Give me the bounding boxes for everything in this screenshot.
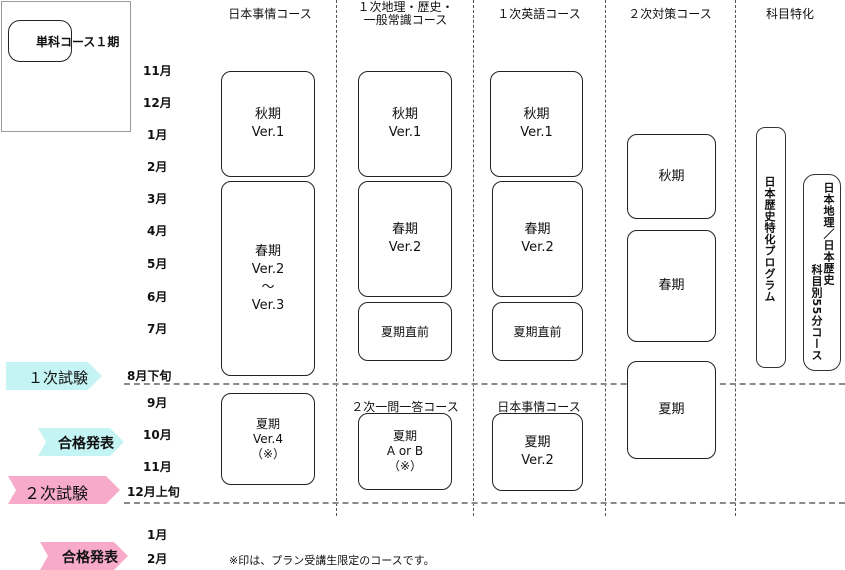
box-line: （※） xyxy=(250,446,286,461)
box-line: Ver.2 xyxy=(521,453,554,468)
eigo-summer-direct-box: 夏期直前 xyxy=(492,302,583,361)
box-line: 春期 xyxy=(391,222,418,237)
box-line: Ver.2 xyxy=(388,240,422,255)
box-line: 夏期 xyxy=(392,429,417,443)
box-line: 夏期直前 xyxy=(513,324,562,339)
first-exam-label: １次試験 xyxy=(28,369,89,387)
second-exam-divider xyxy=(124,502,845,504)
month-label: 12月上旬 xyxy=(127,485,180,499)
box-line: 夏期直前 xyxy=(380,324,429,339)
box-line: 春期 xyxy=(658,278,685,293)
month-label: 11月 xyxy=(143,64,172,78)
month-label: 3月 xyxy=(147,192,168,206)
box-line: （※） xyxy=(387,459,423,473)
box-line: Ver.3 xyxy=(251,297,285,313)
box-line: Ver.4 xyxy=(253,431,283,446)
column-divider xyxy=(473,0,474,516)
first-exam-marker: １次試験 xyxy=(6,362,102,390)
month-label: 10月 xyxy=(143,428,172,442)
niji-spring-box: 春期 xyxy=(627,230,716,342)
chiri-rekishi-spring-box: 春期 Ver.2 xyxy=(358,181,452,297)
arrow-shape-icon xyxy=(8,476,120,504)
month-label: 4月 xyxy=(147,224,168,238)
column-divider xyxy=(735,0,736,516)
column-header-chiri-rekishi-1: １次地理・歴史・ xyxy=(357,0,454,14)
month-label: 8月下旬 xyxy=(127,369,172,383)
column-header-nihon-jijo: 日本事情コース xyxy=(228,7,312,21)
tokka-program-box xyxy=(756,127,786,368)
box-line: Ver.1 xyxy=(520,125,553,140)
month-label: 11月 xyxy=(143,460,172,474)
second-exam-marker: ２次試験 xyxy=(8,476,120,504)
chiri-rekishi-summer-box: 夏期 A or B （※） xyxy=(358,413,452,490)
month-label: 1月 xyxy=(147,128,168,142)
column-header-tokka: 科目特化 xyxy=(765,7,814,21)
box-line: 秋期 xyxy=(523,107,550,122)
box-line: A or B xyxy=(386,444,424,458)
month-label: 2月 xyxy=(147,552,168,566)
box-line: 夏期 xyxy=(658,402,685,417)
box-line: Ver.2 xyxy=(521,240,554,255)
tokka-subject-label-line1: 日本地理／日本歴史 xyxy=(822,182,835,286)
month-label: 1月 xyxy=(147,528,168,542)
nihon-jijo-spring-box: 春期 Ver.2 〜 Ver.3 xyxy=(221,181,315,376)
box-line: Ver.2 xyxy=(251,261,285,277)
eigo-spring-box: 春期 Ver.2 xyxy=(492,181,583,297)
month-label: 12月 xyxy=(143,96,172,110)
eigo-autumn-box: 秋期 Ver.1 xyxy=(490,71,583,177)
first-exam-divider xyxy=(124,383,845,385)
box-line: 〜 xyxy=(261,279,275,295)
box-line: Ver.1 xyxy=(388,125,422,140)
box-line: 春期 xyxy=(524,222,551,237)
column-header-niji: ２次対策コース xyxy=(628,7,712,21)
tokka-subject-box xyxy=(803,174,841,371)
legend-pill-shape xyxy=(8,20,72,62)
tokka-program-label: 日本歴史特化プログラム xyxy=(763,176,776,303)
month-label: 2月 xyxy=(147,160,168,174)
month-label: 7月 xyxy=(147,322,168,336)
arrow-shape-icon xyxy=(6,362,102,390)
second-result-label: 合格発表 xyxy=(62,550,118,566)
column-divider xyxy=(336,0,337,516)
footnote: ※印は、プラン受講生限定のコースです。 xyxy=(229,554,435,567)
nihon-jijo-summer-box: 夏期 Ver.4 （※） xyxy=(221,393,315,485)
box-line: 秋期 xyxy=(254,107,281,122)
month-label: 5月 xyxy=(147,257,168,271)
column-header-eigo: １次英語コース xyxy=(497,7,581,21)
first-result-marker: 合格発表 xyxy=(38,428,124,456)
month-label: 9月 xyxy=(147,396,168,410)
tokka-subject-label-line2: 科目別55分コース xyxy=(810,264,823,361)
niji-autumn-box: 秋期 xyxy=(627,134,716,219)
chiri-rekishi-autumn-box: 秋期 Ver.1 xyxy=(358,71,452,177)
column-divider xyxy=(605,0,606,516)
box-line: 夏期 xyxy=(255,416,280,431)
eigo-section2-header: 日本事情コース xyxy=(497,400,581,414)
box-line: 春期 xyxy=(254,243,281,259)
box-line: 秋期 xyxy=(391,107,418,122)
arrow-shape-icon xyxy=(40,542,128,570)
box-line: 秋期 xyxy=(658,168,685,184)
eigo-summer-box: 夏期 Ver.2 xyxy=(492,413,583,491)
second-result-marker: 合格発表 xyxy=(40,542,128,570)
box-line: 夏期 xyxy=(524,435,551,450)
nihon-jijo-autumn-box: 秋期 Ver.1 xyxy=(221,71,315,177)
chiri-rekishi-summer-direct-box: 夏期直前 xyxy=(358,302,452,361)
second-exam-label: ２次試験 xyxy=(24,484,89,503)
legend-label: 単科コース１期 xyxy=(36,35,120,49)
first-result-label: 合格発表 xyxy=(58,436,114,452)
arrow-shape-icon xyxy=(38,428,124,456)
column-header-chiri-rekishi-2: 一般常識コース xyxy=(363,13,448,27)
niji-summer-box: 夏期 xyxy=(627,361,716,459)
chiri-rekishi-section2-header: ２次一問一答コース xyxy=(351,400,459,414)
month-label: 6月 xyxy=(147,290,168,304)
box-line: Ver.1 xyxy=(251,125,285,140)
